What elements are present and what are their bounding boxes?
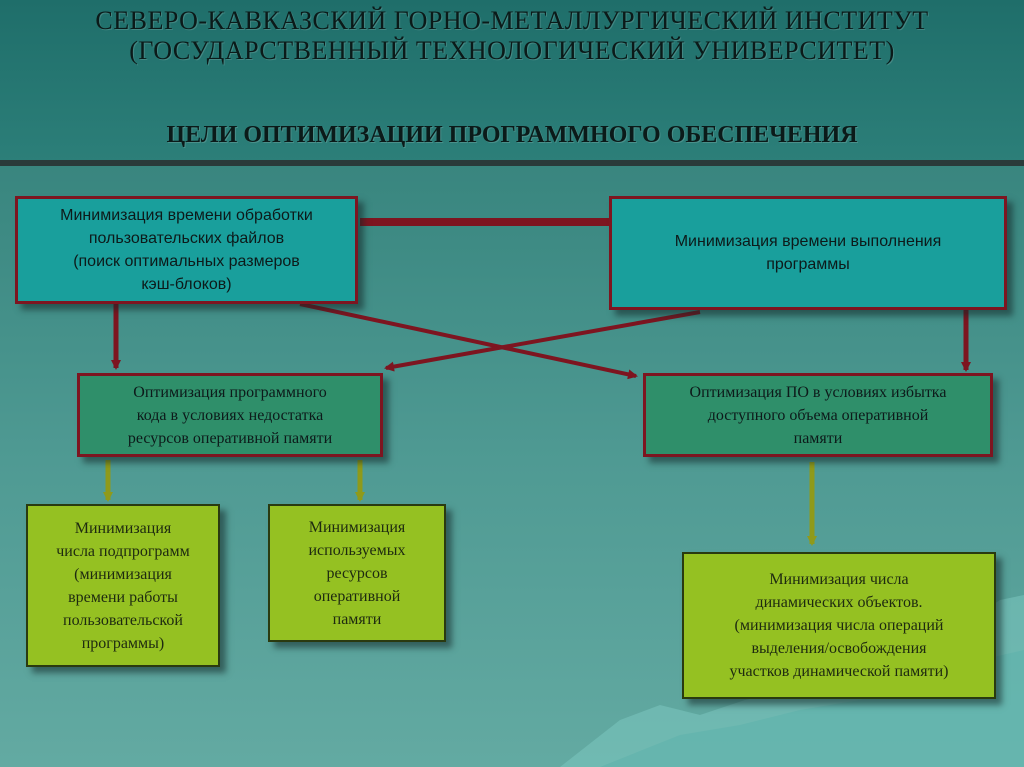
goal-file-processing-text: Минимизация времени обработки пользовате… (60, 207, 313, 293)
arrow-cross-right-to-left (384, 310, 701, 372)
strategy-box-low-memory: Оптимизация программного кода в условиях… (77, 373, 383, 457)
header-band (0, 0, 1024, 162)
method-box-dynamic-objects: Минимизация числа динамических объектов.… (682, 552, 996, 699)
goal-box-file-processing: Минимизация времени обработки пользовате… (15, 196, 358, 304)
institute-name-line1: СЕВЕРО-КАВКАЗСКИЙ ГОРНО-МЕТАЛЛУРГИЧЕСКИЙ… (95, 6, 929, 35)
header-divider (0, 160, 1024, 166)
method-box-resources: Минимизация используемых ресурсов операт… (268, 504, 446, 642)
method-subprograms-text: Минимизация числа подпрограмм (минимизац… (56, 519, 190, 652)
institute-name-line2: (ГОСУДАРСТВЕННЫЙ ТЕХНОЛОГИЧЕСКИЙ УНИВЕРС… (129, 36, 895, 65)
strategy-box-excess-memory: Оптимизация ПО в условиях избытка доступ… (643, 373, 993, 457)
goal-box-execution-time: Минимизация времени выполнения программы (609, 196, 1007, 310)
method-box-subprograms: Минимизация числа подпрограмм (минимизац… (26, 504, 220, 667)
page-title: ЦЕЛИ ОПТИМИЗАЦИИ ПРОГРАММНОГО ОБЕСПЕЧЕНИ… (166, 122, 858, 148)
goal-execution-time-text: Минимизация времени выполнения программы (674, 233, 942, 273)
method-dynamic-objects-text: Минимизация числа динамических объектов.… (729, 571, 949, 680)
arrow-cross-left-to-right (299, 302, 638, 380)
strategy-excess-memory-text: Оптимизация ПО в условиях избытка доступ… (689, 383, 947, 447)
method-resources-text: Минимизация используемых ресурсов операт… (308, 518, 406, 628)
strategy-low-memory-text: Оптимизация программного кода в условиях… (127, 383, 333, 447)
